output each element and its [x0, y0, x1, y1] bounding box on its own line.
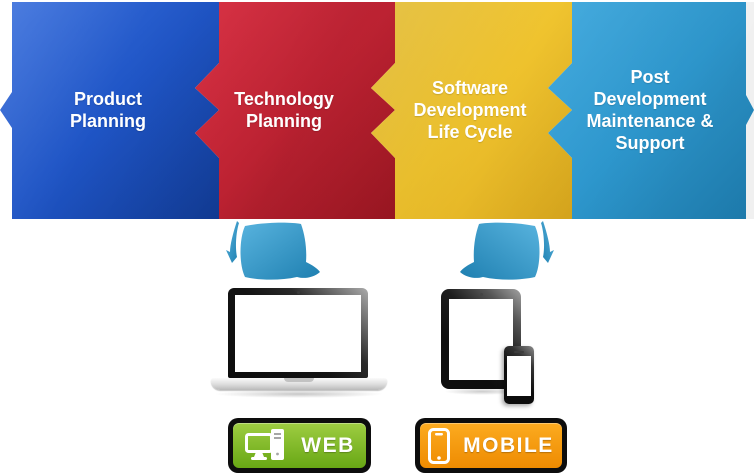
laptop-base: [211, 378, 387, 390]
desktop-computer-icon: [245, 428, 285, 460]
laptop-illustration: [210, 286, 388, 398]
down-arrow-to-web-icon: [226, 221, 320, 280]
tablet-camera-dot: [480, 293, 483, 296]
laptop-base-notch: [284, 378, 314, 382]
mobile-button[interactable]: MOBILE: [415, 418, 567, 473]
laptop-screen: [228, 288, 368, 378]
smartphone-icon: [428, 427, 451, 464]
mobile-button-label: MOBILE: [463, 433, 554, 457]
phone-display: [507, 356, 531, 396]
mobile-button-face: MOBILE: [420, 423, 562, 468]
tablet-display: [449, 299, 513, 380]
down-arrow-to-mobile-icon: [460, 221, 554, 280]
segment-label-sdlc: Software Development Life Cycle: [413, 78, 527, 142]
laptop-shadow: [214, 390, 384, 398]
process-banner: Product Planning Technology Planning Sof…: [0, 0, 754, 220]
banner-shapes: [0, 2, 754, 219]
phone-speaker: [514, 351, 524, 353]
web-button-label: WEB: [301, 433, 355, 457]
laptop-display: [235, 295, 361, 372]
segment-label-product-planning: Product Planning: [70, 89, 146, 131]
segment-shape-product-planning: [0, 2, 219, 219]
segment-shape-technology-planning: [195, 2, 395, 219]
segment-shape-post-development: [548, 2, 754, 219]
segment-shape-sdlc: [371, 2, 572, 219]
laptop-webcam-dot: [297, 291, 300, 294]
segment-label-technology-planning: Technology Planning: [234, 89, 334, 131]
segment-label-post-development: Post Development Maintenance & Support: [586, 67, 714, 153]
web-button-face: WEB: [233, 423, 366, 468]
smartphone-illustration: [504, 346, 534, 404]
web-button[interactable]: WEB: [228, 418, 371, 473]
tablet-shadow: [444, 388, 520, 395]
